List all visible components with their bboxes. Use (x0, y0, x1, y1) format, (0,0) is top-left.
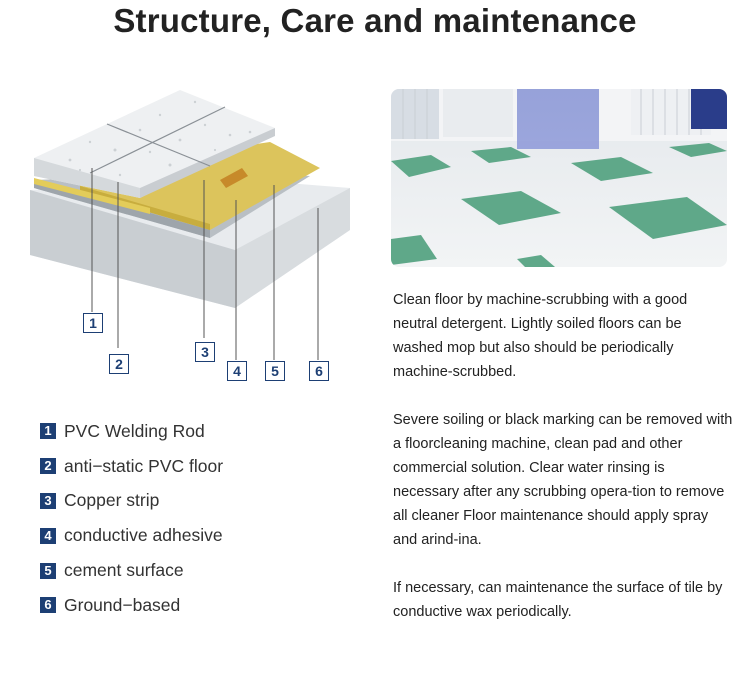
legend-number: 6 (40, 597, 56, 614)
legend-item: 6 Ground−based (40, 588, 370, 623)
callout-2: 2 (109, 354, 129, 374)
legend-label: Copper strip (64, 490, 160, 511)
legend-number: 4 (40, 527, 56, 544)
legend-item: 3 Copper strip (40, 484, 370, 519)
description-paragraph-3: If necessary, can maintenance the surfac… (393, 580, 723, 620)
callout-4: 4 (227, 361, 247, 381)
care-description: Clean floor by machine-scrubbing with a … (393, 288, 733, 648)
legend-label: anti−static PVC floor (64, 455, 224, 476)
welding-rod-seam (106, 123, 211, 167)
page-title: Structure, Care and maintenance (113, 2, 637, 39)
legend-item: 1 PVC Welding Rod (40, 414, 370, 449)
structure-legend: 1 PVC Welding Rod 2 anti−static PVC floo… (40, 414, 370, 623)
pvc-tile-front (34, 158, 140, 198)
legend-label: PVC Welding Rod (64, 420, 205, 441)
legend-item: 2 anti−static PVC floor (40, 449, 370, 484)
legend-label: Ground−based (64, 594, 181, 615)
callout-5: 5 (265, 361, 285, 381)
legend-item: 5 cement surface (40, 553, 370, 588)
ground-layer-side (235, 188, 350, 308)
legend-number: 5 (40, 562, 56, 579)
callout-1: 1 (83, 313, 103, 333)
callout-3: 3 (195, 342, 215, 362)
ground-layer-front (30, 190, 235, 308)
legend-number: 1 (40, 423, 56, 440)
description-paragraph-1: Clean floor by machine-scrubbing with a … (393, 292, 688, 380)
callout-6: 6 (309, 361, 329, 381)
description-paragraph-2: Severe soiling or black marking can be r… (393, 412, 733, 548)
legend-label: cement surface (64, 560, 184, 581)
floor-structure-diagram: 1 2 3 4 5 6 (20, 80, 360, 390)
legend-number: 3 (40, 492, 56, 509)
legend-label: conductive adhesive (64, 525, 223, 546)
legend-number: 2 (40, 458, 56, 475)
floor-photo (391, 89, 727, 267)
copper-strip (220, 168, 248, 188)
legend-item: 4 conductive adhesive (40, 518, 370, 553)
